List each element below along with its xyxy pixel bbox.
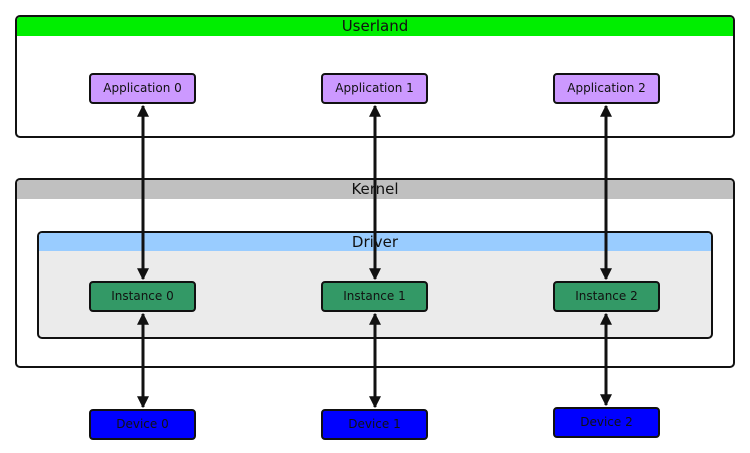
- application-0-box: Application 0: [89, 73, 196, 104]
- instance-0-box: Instance 0: [89, 281, 196, 312]
- userland-title: Userland: [17, 17, 733, 36]
- application-2-box: Application 2: [553, 73, 660, 104]
- driver-title: Driver: [39, 233, 711, 251]
- application-1-box: Application 1: [321, 73, 428, 104]
- instance-2-box: Instance 2: [553, 281, 660, 312]
- device-2-box: Device 2: [553, 407, 660, 438]
- device-1-box: Device 1: [321, 409, 428, 440]
- device-0-box: Device 0: [89, 409, 196, 440]
- kernel-title: Kernel: [17, 180, 733, 199]
- instance-1-box: Instance 1: [321, 281, 428, 312]
